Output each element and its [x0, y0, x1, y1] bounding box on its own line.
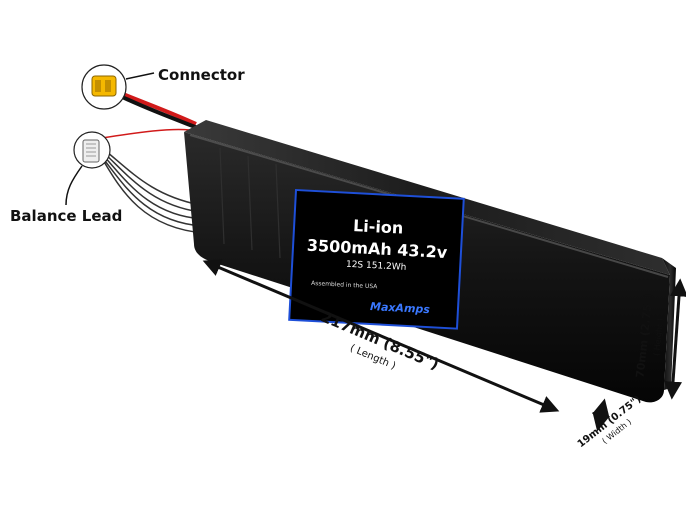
balance-lead-wires — [101, 128, 205, 234]
balance-lead-callout: Balance Lead — [10, 207, 123, 225]
label-chemistry: Li-ion — [353, 216, 404, 238]
width-arrow — [591, 398, 611, 432]
length-arrow — [202, 259, 560, 413]
connector-pointer — [125, 72, 155, 80]
height-caption: ( Height ) — [652, 318, 665, 357]
xt-connector — [81, 64, 127, 110]
connector-callout: Connector — [158, 66, 245, 84]
balance-plug — [73, 131, 111, 169]
height-arrow — [664, 278, 686, 400]
balance-lead-pointer — [65, 165, 83, 206]
power-leads — [117, 90, 199, 130]
